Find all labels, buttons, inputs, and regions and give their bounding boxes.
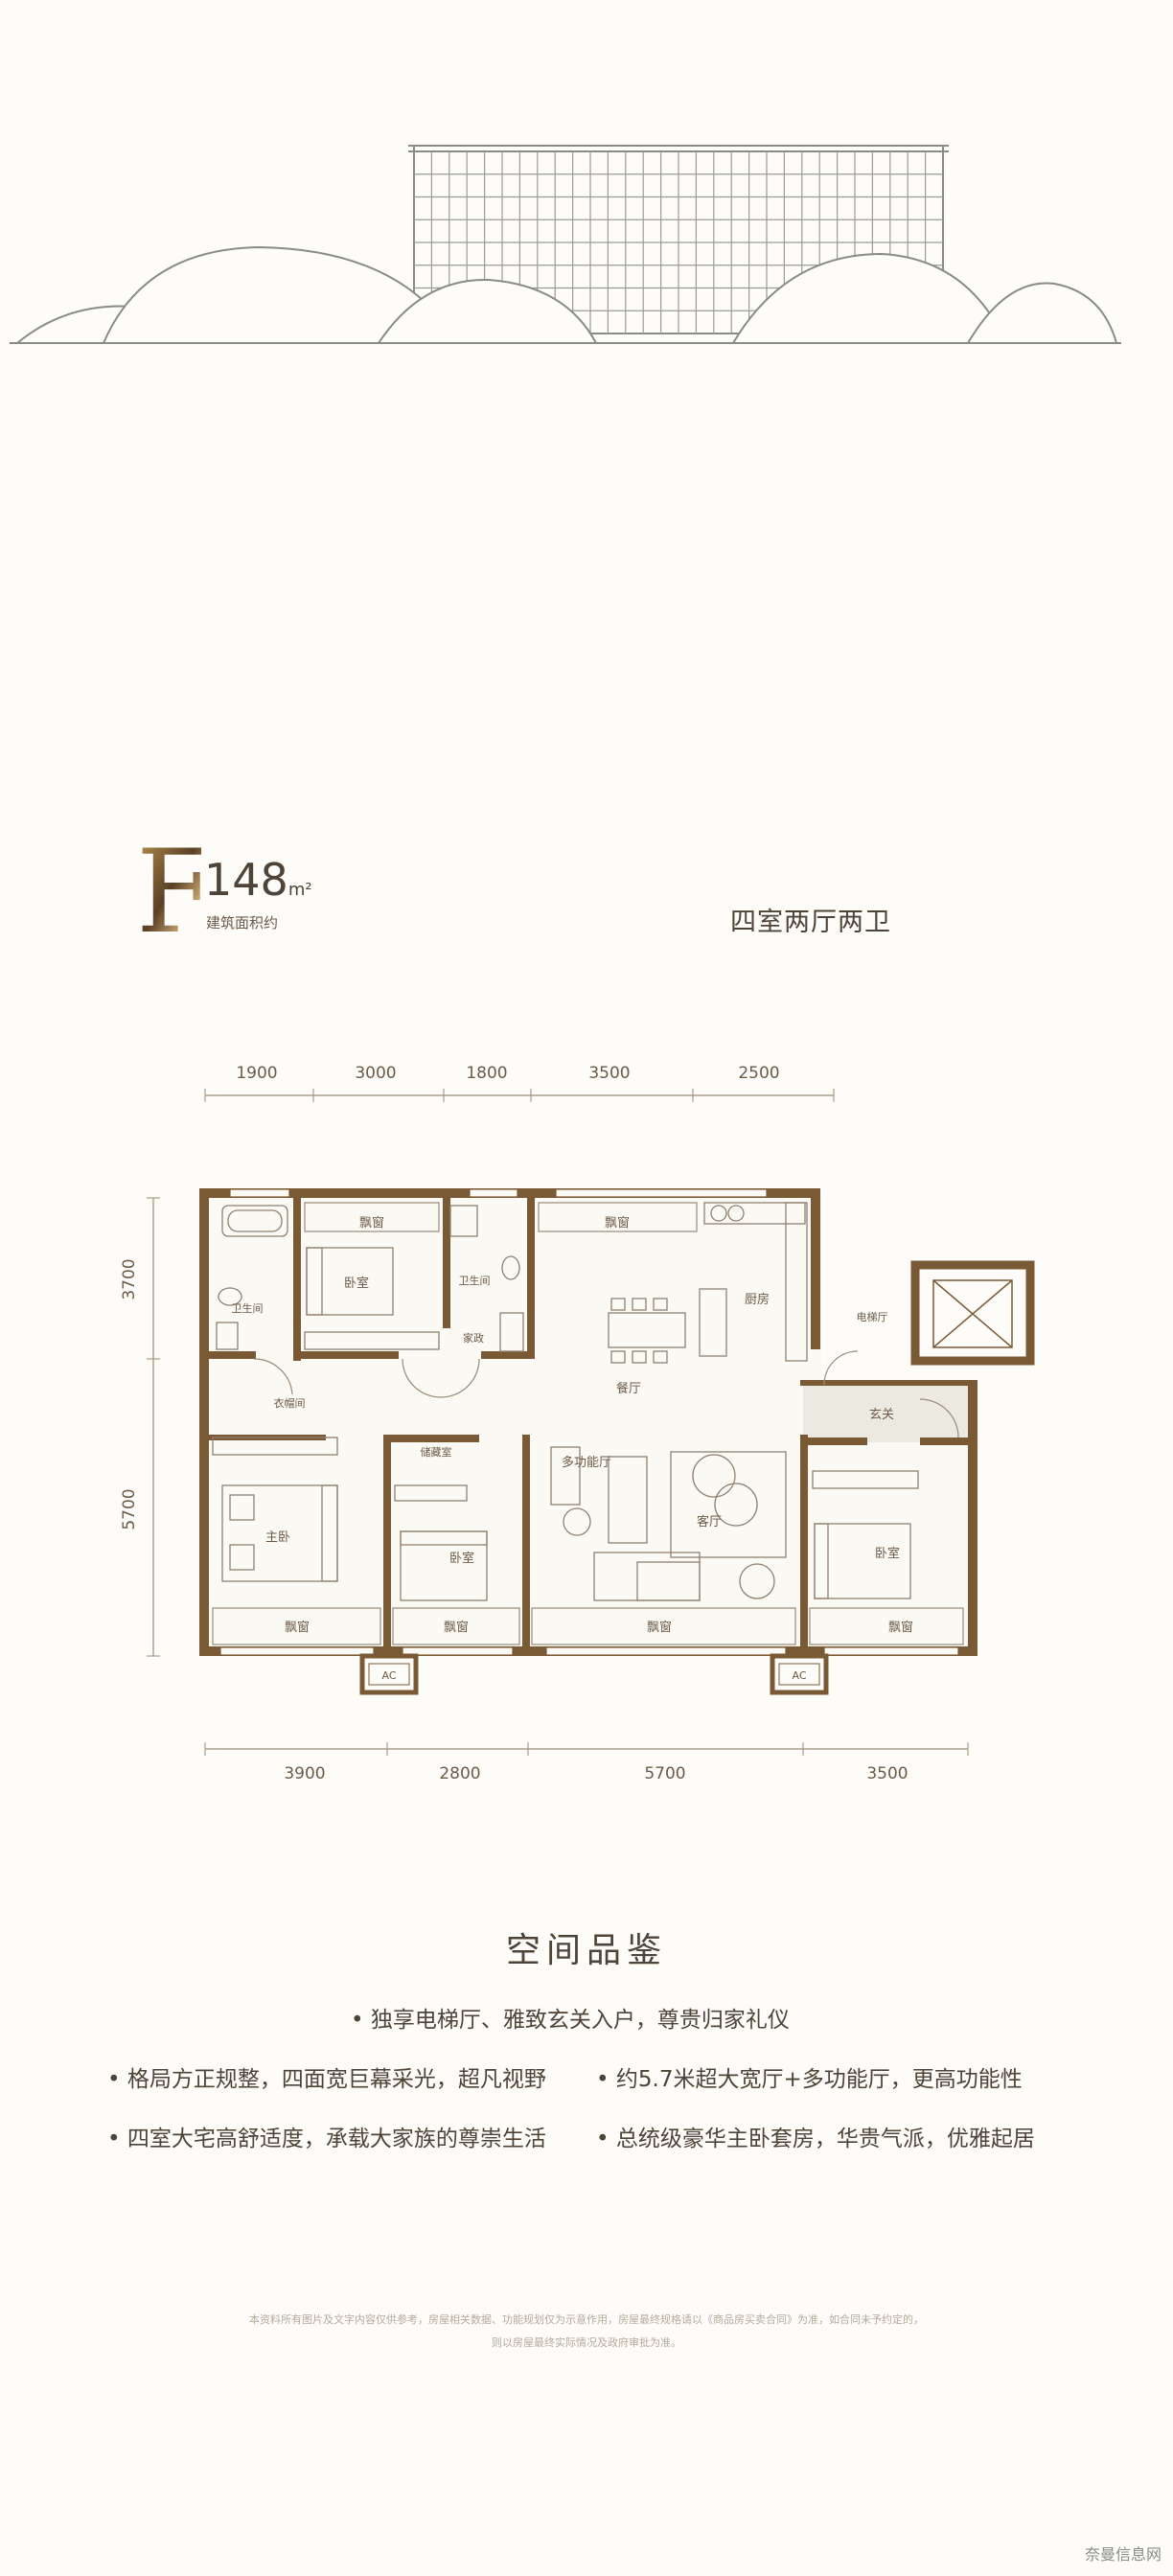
label-window-6: 飘窗 bbox=[888, 1620, 913, 1635]
label-master-bedroom: 主卧 bbox=[265, 1530, 290, 1545]
label-entrance: 玄关 bbox=[869, 1408, 894, 1422]
feature-5: • 总统级豪华主卧套房，华贵气派，优雅起居 bbox=[596, 2127, 1035, 2151]
dim-bottom-4: 3500 bbox=[866, 1764, 908, 1783]
disclaimer-line-1: 本资料所有图片及文字内容仅供参考，房屋相关数据、功能规划仅为示意作用，房屋最终规… bbox=[249, 2313, 924, 2326]
watermark: 奈曼信息网 bbox=[1084, 2545, 1162, 2564]
building-illustration bbox=[10, 145, 1121, 344]
feature-3: • 约5.7米超大宽厅+多功能厅，更高功能性 bbox=[596, 2067, 1023, 2092]
left-dimensions: 3700 5700 bbox=[120, 1197, 160, 1657]
floor-plan: 1900 3000 1800 3500 2500 3700 5700 bbox=[120, 1064, 1035, 1783]
dim-bottom-2: 2800 bbox=[439, 1764, 480, 1783]
dim-top-3: 1800 bbox=[466, 1064, 507, 1083]
label-window-1: 飘窗 bbox=[359, 1215, 384, 1230]
label-window-3: 飘窗 bbox=[285, 1620, 310, 1635]
dim-bottom-3: 5700 bbox=[644, 1764, 685, 1783]
dim-top-4: 3500 bbox=[588, 1064, 630, 1083]
dim-top-2: 3000 bbox=[355, 1064, 396, 1083]
area-unit: m² bbox=[288, 880, 312, 900]
bottom-dimensions: 3900 2800 5700 3500 bbox=[204, 1742, 969, 1783]
label-storage: 储藏室 bbox=[421, 1445, 452, 1459]
label-laundry: 家政 bbox=[463, 1331, 484, 1345]
unit-letter: F bbox=[136, 836, 201, 939]
label-bathroom-2: 卫生间 bbox=[459, 1274, 491, 1287]
label-bedroom-1: 卧室 bbox=[344, 1276, 369, 1291]
label-multi-room: 多功能厅 bbox=[562, 1455, 611, 1470]
feature-1: • 独享电梯厅、雅致玄关入户，尊贵归家礼仪 bbox=[351, 2008, 790, 2033]
label-ac-2: AC bbox=[792, 1669, 806, 1682]
label-window-4: 飘窗 bbox=[444, 1620, 469, 1635]
label-bathroom-1: 卫生间 bbox=[232, 1301, 264, 1315]
dim-top-1: 1900 bbox=[236, 1064, 277, 1083]
feature-4: • 四室大宅高舒适度，承载大家族的尊崇生活 bbox=[107, 2127, 546, 2151]
label-kitchen: 厨房 bbox=[745, 1292, 770, 1307]
dim-bottom-1: 3900 bbox=[284, 1764, 325, 1783]
room-labels: 飘窗 飘窗 卧室 卫生间 卫生间 家政 餐厅 厨房 电梯厅 衣帽间 储藏室 玄关… bbox=[232, 1215, 914, 1682]
layout-type: 四室两厅两卫 bbox=[730, 908, 891, 937]
dim-left-1: 3700 bbox=[120, 1258, 139, 1300]
area-value: 148 bbox=[204, 854, 288, 906]
label-bedroom-3: 卧室 bbox=[875, 1546, 900, 1561]
section-title: 空间品鉴 bbox=[505, 1931, 667, 1970]
top-dimensions: 1900 3000 1800 3500 2500 bbox=[204, 1064, 835, 1102]
label-bedroom-2: 卧室 bbox=[449, 1551, 474, 1566]
area-caption: 建筑面积约 bbox=[206, 914, 279, 932]
label-elevator-hall: 电梯厅 bbox=[857, 1311, 888, 1323]
feature-2: • 格局方正规整，四面宽巨幕采光，超凡视野 bbox=[107, 2067, 546, 2092]
label-dining: 餐厅 bbox=[616, 1381, 641, 1396]
label-window-2: 飘窗 bbox=[605, 1215, 630, 1230]
label-ac-1: AC bbox=[381, 1669, 396, 1682]
label-walkin-closet: 衣帽间 bbox=[274, 1396, 306, 1410]
dim-top-5: 2500 bbox=[738, 1064, 779, 1083]
disclaimer-line-2: 则以房屋最终实际情况及政府审批为准。 bbox=[492, 2336, 681, 2349]
label-living-room: 客厅 bbox=[697, 1514, 722, 1530]
dim-left-2: 5700 bbox=[120, 1488, 139, 1530]
unit-letter-logo: F bbox=[134, 826, 216, 959]
label-window-5: 飘窗 bbox=[647, 1620, 672, 1635]
